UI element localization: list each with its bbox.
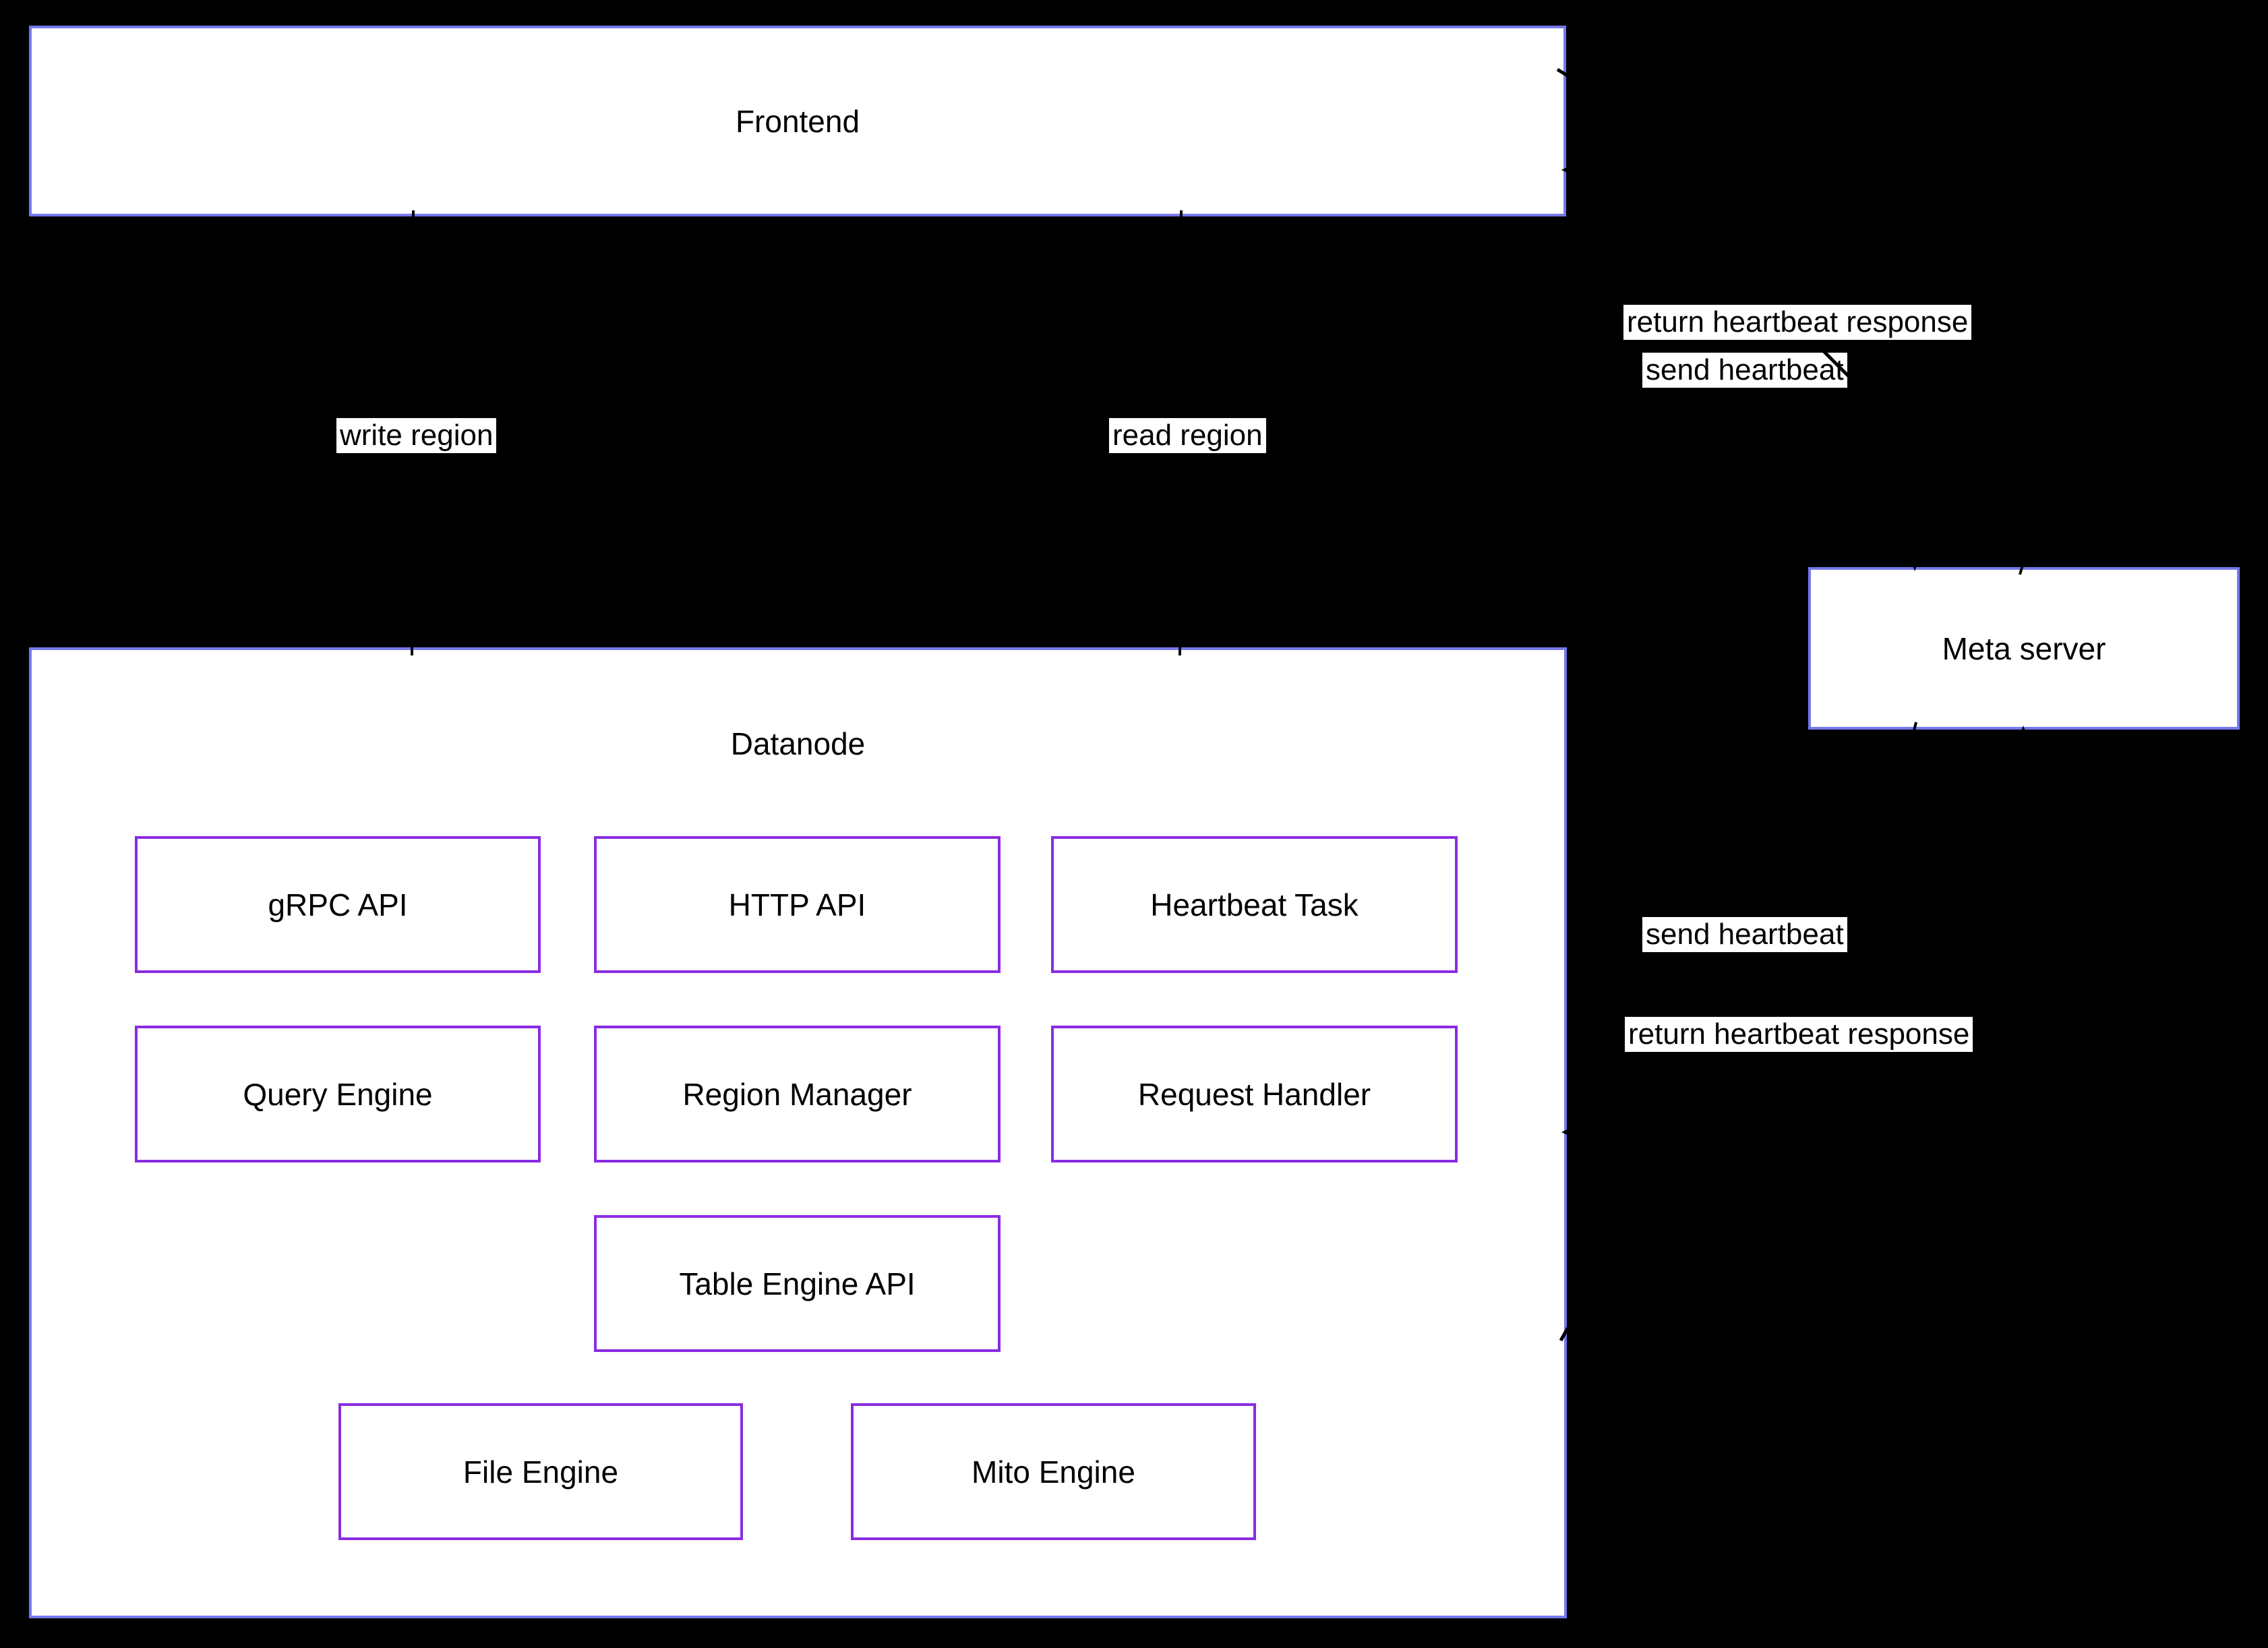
component-file-engine: File Engine xyxy=(338,1403,743,1540)
node-meta-server: Meta server xyxy=(1808,567,2240,730)
component-region-manager: Region Manager xyxy=(594,1026,1001,1163)
edge-label-send-heartbeat-top: send heartbeat xyxy=(1642,353,1847,388)
datanode-label: Datanode xyxy=(730,726,866,761)
edge-label-return-heartbeat-response-top: return heartbeat response xyxy=(1623,305,1972,340)
request-handler-label: Request Handler xyxy=(1137,1076,1371,1112)
component-request-handler: Request Handler xyxy=(1051,1026,1458,1163)
edge-label-return-heartbeat-response-bottom: return heartbeat response xyxy=(1625,1017,1973,1052)
grpc-api-label: gRPC API xyxy=(268,887,408,922)
edge-label-read-region: read region xyxy=(1109,418,1266,453)
node-frontend: Frontend xyxy=(29,26,1566,216)
heartbeat-task-label: Heartbeat Task xyxy=(1150,887,1359,922)
cluster-datanode: Datanode gRPC API HTTP API Heartbeat Tas… xyxy=(29,647,1567,1618)
component-http-api: HTTP API xyxy=(594,836,1001,973)
frontend-label: Frontend xyxy=(735,103,860,139)
http-api-label: HTTP API xyxy=(728,887,866,922)
file-engine-label: File Engine xyxy=(462,1454,619,1490)
component-query-engine: Query Engine xyxy=(135,1026,541,1163)
edge-label-send-heartbeat-bottom: send heartbeat xyxy=(1642,917,1847,952)
table-engine-api-label: Table Engine API xyxy=(679,1266,916,1301)
component-heartbeat-task: Heartbeat Task xyxy=(1051,836,1458,973)
query-engine-label: Query Engine xyxy=(243,1076,433,1112)
component-mito-engine: Mito Engine xyxy=(851,1403,1256,1540)
component-grpc-api: gRPC API xyxy=(135,836,541,973)
component-table-engine-api: Table Engine API xyxy=(594,1215,1001,1352)
meta-server-label: Meta server xyxy=(1942,630,2106,666)
edge-label-write-region: write region xyxy=(336,418,497,453)
mito-engine-label: Mito Engine xyxy=(972,1454,1135,1490)
region-manager-label: Region Manager xyxy=(682,1076,912,1112)
